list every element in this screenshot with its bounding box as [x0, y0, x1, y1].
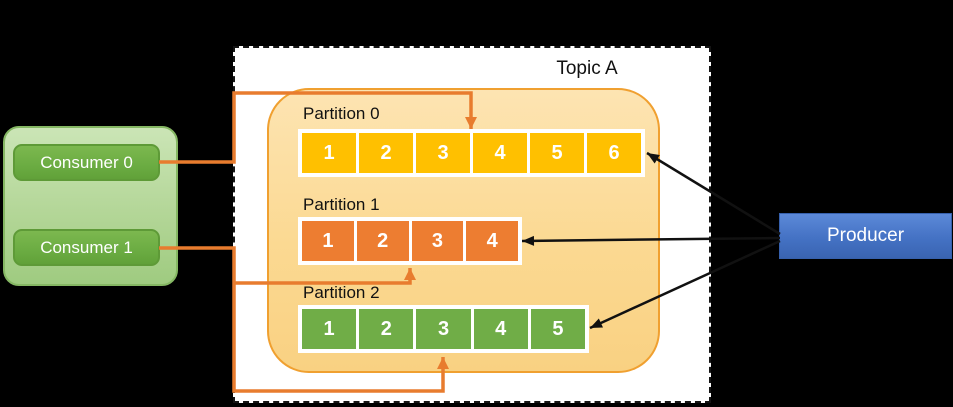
consumer-1-node: Consumer 1	[13, 229, 160, 266]
partition-0-label: Partition 0	[303, 104, 380, 123]
partition-1-cell-3: 3	[411, 221, 464, 261]
partition-2-cell-2: 2	[359, 309, 414, 349]
partition-1-cell-1: 1	[302, 221, 354, 261]
producer-node: Producer	[779, 213, 952, 259]
partition-1-label: Partition 1	[303, 195, 380, 214]
topic-a-label: Topic A	[556, 58, 618, 79]
consumer-0-node: Consumer 0	[13, 144, 160, 181]
partition-2-cell-3: 3	[416, 309, 471, 349]
partition-0-cell-6: 6	[587, 133, 641, 173]
partition-1-cell-2: 2	[356, 221, 409, 261]
partition-2-cell-4: 4	[473, 309, 528, 349]
partition-2-cell-1: 1	[302, 309, 357, 349]
partition-0-cell-4: 4	[473, 133, 527, 173]
partition-2-label: Partition 2	[303, 283, 380, 302]
partition-0-cell-2: 2	[359, 133, 413, 173]
partition-0-cell-5: 5	[530, 133, 584, 173]
partition-0-cell-3: 3	[416, 133, 470, 173]
partition-1-cell-4: 4	[466, 221, 518, 261]
partition-0-cell-1: 1	[302, 133, 356, 173]
partition-2-cell-5: 5	[530, 309, 586, 349]
